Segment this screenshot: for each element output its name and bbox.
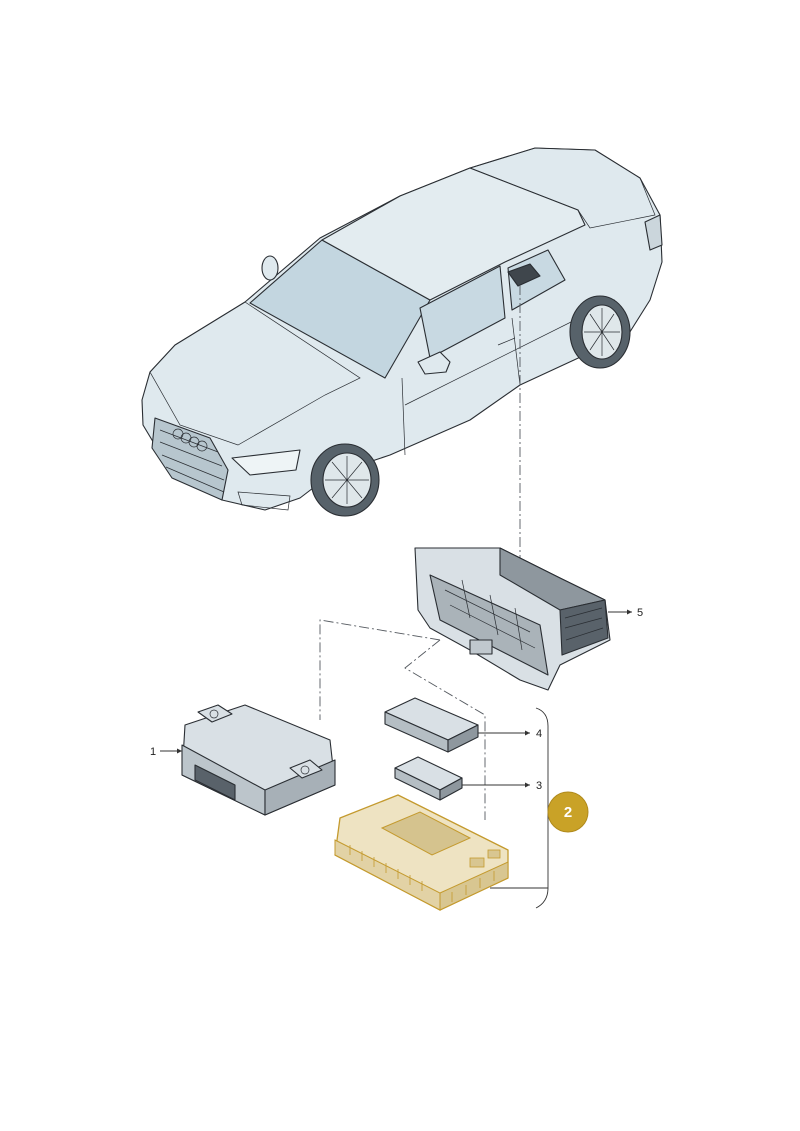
callout-3: 3 — [462, 780, 542, 792]
part-3-module — [394, 756, 463, 801]
group-bracket — [490, 707, 549, 909]
rear-wheel — [569, 295, 631, 369]
part-number-badge-label: 2 — [564, 804, 572, 821]
part-2-main-unit-highlighted — [334, 794, 509, 911]
assembly-leader-line-2 — [404, 639, 486, 820]
brand-logo — [172, 428, 208, 452]
callout-4-label: 4 — [536, 728, 542, 740]
callout-4: 4 — [478, 728, 542, 740]
part-number-badge[interactable]: 2 — [547, 791, 589, 833]
callout-5: 5 — [608, 607, 643, 619]
part-1-control-module — [181, 704, 336, 816]
callout-3-label: 3 — [536, 780, 542, 792]
part-4-module — [384, 697, 479, 753]
part-5-bracket — [414, 547, 611, 691]
callout-5-label: 5 — [637, 607, 643, 619]
car-illustration — [141, 147, 663, 517]
callout-1-label: 1 — [150, 746, 156, 758]
front-wheel — [310, 443, 380, 517]
assembly-leader-line — [319, 619, 441, 720]
callout-1: 1 — [150, 746, 182, 758]
part-location-marker — [507, 263, 541, 287]
